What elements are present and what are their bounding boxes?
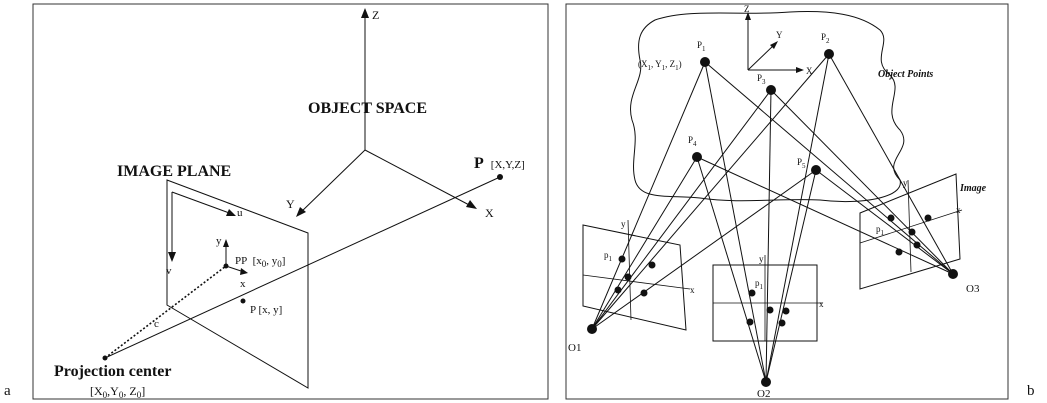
image-y-arrowhead bbox=[223, 239, 229, 247]
axis-arrowheads bbox=[296, 8, 477, 217]
axis-x-label: X bbox=[485, 206, 494, 220]
image-plane-left-axes bbox=[582, 219, 691, 321]
object-points bbox=[692, 49, 834, 175]
left-p1-label: p1 bbox=[604, 250, 613, 263]
camera-o3-label: O3 bbox=[966, 283, 980, 295]
image-x-label: x bbox=[240, 278, 246, 290]
point-p1-label: P1 bbox=[697, 40, 706, 53]
image-plane-title: IMAGE PLANE bbox=[117, 163, 231, 180]
pp-label: PP [x0, y0] bbox=[235, 255, 285, 269]
panel-b-label: b bbox=[1027, 383, 1035, 399]
camera-centers bbox=[587, 269, 958, 387]
right-x-label: x bbox=[956, 205, 961, 215]
image-x-arrowhead bbox=[240, 268, 248, 275]
camera-o2-label: O2 bbox=[757, 388, 770, 400]
world-axis-z: Z bbox=[744, 4, 750, 14]
projection-center-point bbox=[102, 355, 108, 361]
right-p1-label: p1 bbox=[876, 224, 885, 237]
object-space-title: OBJECT SPACE bbox=[308, 100, 427, 117]
image-point-label: P [x, y] bbox=[250, 304, 282, 316]
panel-a-frame bbox=[32, 3, 549, 400]
projection-center-label: Projection center bbox=[54, 363, 171, 380]
image-y-label: y bbox=[216, 235, 222, 247]
object-point-p bbox=[497, 174, 503, 180]
principal-distance-c bbox=[104, 265, 227, 359]
world-axis-y: Y bbox=[776, 30, 783, 40]
panel-b-frame bbox=[565, 3, 1009, 400]
projection-center-coords: [X0,Y0, Z0] bbox=[90, 384, 145, 400]
projection-ray bbox=[104, 176, 501, 359]
image-plane-center-axes bbox=[713, 255, 823, 341]
world-axes bbox=[747, 16, 800, 71]
point-p4-label: P4 bbox=[688, 135, 697, 148]
world-axes-arrowheads bbox=[745, 12, 804, 73]
image-points bbox=[614, 214, 932, 327]
left-x-label: x bbox=[690, 285, 695, 295]
image-label: Image bbox=[959, 183, 987, 194]
object-points-cloud bbox=[630, 11, 905, 203]
u-label: u bbox=[237, 207, 243, 219]
c-label: c bbox=[154, 318, 159, 330]
left-y-label: y bbox=[621, 219, 626, 229]
camera-o1-label: O1 bbox=[568, 342, 581, 354]
point-p2-label: P2 bbox=[821, 32, 830, 45]
point-p3-label: P3 bbox=[757, 73, 766, 86]
image-plane-right bbox=[859, 173, 961, 290]
world-axis-x: X bbox=[806, 66, 813, 76]
projection-rays bbox=[591, 53, 954, 383]
point-p5-label: P5 bbox=[797, 157, 806, 170]
center-p1-label: p1 bbox=[755, 278, 764, 291]
center-x-label: x bbox=[819, 299, 824, 309]
image-point bbox=[240, 298, 246, 304]
axis-y-label: Y bbox=[286, 197, 295, 211]
uv-axes bbox=[171, 191, 233, 258]
center-y-label: y bbox=[759, 254, 764, 264]
image-plane bbox=[166, 179, 309, 389]
object-points-label: Object Points bbox=[878, 69, 933, 80]
u-arrowhead bbox=[226, 209, 236, 216]
point-p1-coords: (X1, Y1, Z1) bbox=[638, 59, 682, 72]
object-point-label: P [X,Y,Z] bbox=[474, 155, 525, 172]
axis-z-label: Z bbox=[372, 8, 379, 22]
panel-a-label: a bbox=[4, 383, 11, 399]
right-y-label: y bbox=[903, 178, 908, 188]
v-label: v bbox=[166, 265, 172, 277]
v-arrowhead bbox=[168, 252, 176, 262]
